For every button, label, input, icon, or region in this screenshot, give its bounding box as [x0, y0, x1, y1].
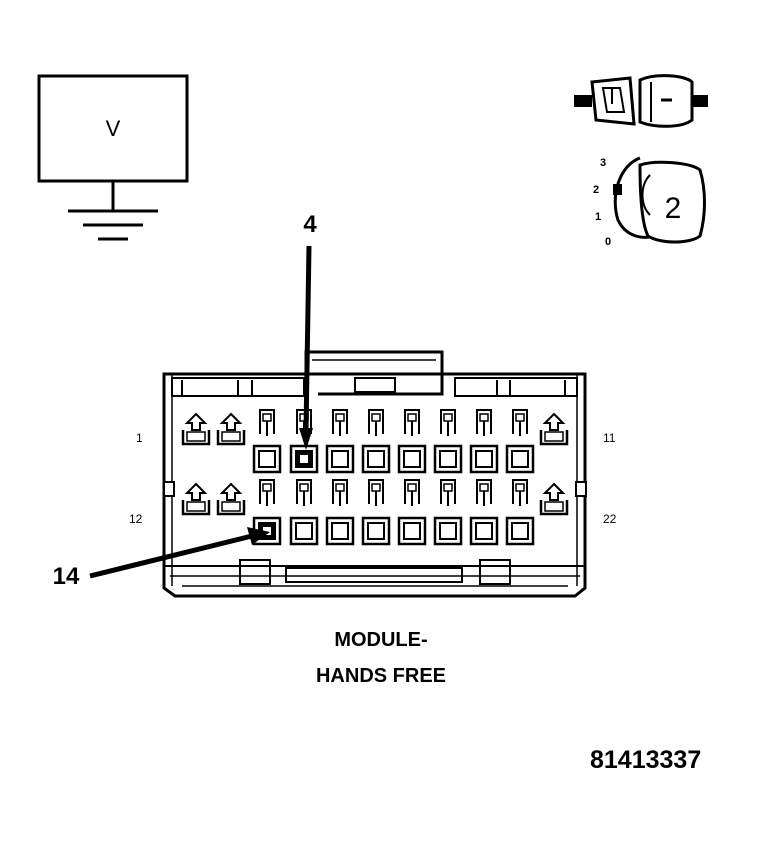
voltmeter-symbol: V — [37, 74, 189, 241]
cavity-22 — [539, 482, 569, 516]
pin-label-12: 12 — [129, 512, 143, 526]
cavity-20 — [469, 479, 499, 546]
connector-body — [162, 350, 587, 598]
cavity-21 — [505, 479, 535, 546]
cavity-8 — [433, 409, 463, 474]
cavity-12 — [181, 482, 211, 516]
ignition-position-2: 2 — [593, 184, 599, 196]
cavity-16 — [325, 479, 355, 546]
ignition-position-0: 0 — [605, 236, 611, 248]
callout-label-4: 4 — [303, 211, 317, 238]
connector-disconnect-icon — [574, 74, 708, 128]
callout-pin-14: 14 — [53, 527, 270, 590]
ignition-switch-icon: 3 2 1 0 2 — [593, 156, 706, 248]
cavity-7 — [397, 409, 427, 474]
module-title-line2: HANDS FREE — [315, 665, 446, 687]
ignition-position-3: 3 — [600, 157, 606, 169]
cavity-5 — [325, 409, 355, 474]
cavity-18 — [397, 479, 427, 546]
ignition-selected-position: 2 — [665, 192, 682, 225]
pin-label-1: 1 — [136, 431, 143, 445]
cavity-10 — [505, 409, 535, 474]
module-title-line1: MODULE- — [334, 629, 428, 651]
figure-number: 81413337 — [590, 746, 702, 774]
cavity-17 — [361, 479, 391, 546]
cavity-3 — [252, 409, 282, 474]
pin-label-11: 11 — [603, 431, 616, 445]
arrow-head-icon — [299, 428, 313, 450]
cavity-15 — [289, 479, 319, 546]
ignition-position-1: 1 — [595, 211, 601, 223]
cavity-13 — [216, 482, 246, 516]
arrow-head-icon — [247, 527, 270, 545]
cavity-11 — [539, 412, 569, 446]
cavity-2 — [216, 412, 246, 446]
cavity-9 — [469, 409, 499, 474]
cavity-6 — [361, 409, 391, 474]
callout-pin-4: 4 — [299, 211, 317, 450]
callout-label-14: 14 — [53, 563, 80, 590]
cavity-19 — [433, 479, 463, 546]
cavity-1 — [181, 412, 211, 446]
voltmeter-label: V — [106, 116, 121, 141]
pin-label-22: 22 — [603, 512, 617, 526]
